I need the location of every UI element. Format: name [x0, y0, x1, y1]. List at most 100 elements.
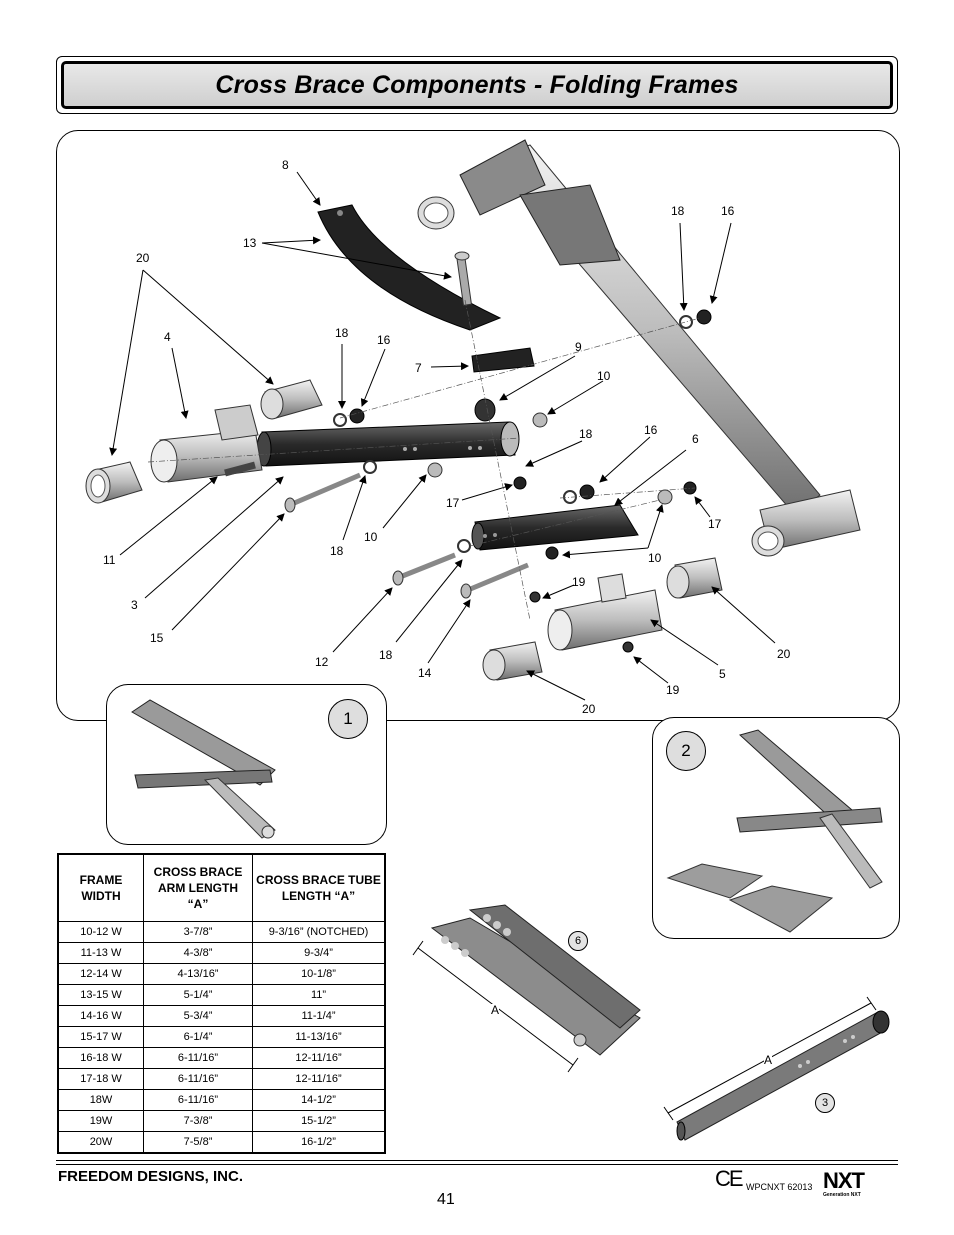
frame-tube-diagonal	[417, 139, 861, 557]
table-cell: 6-11/16”	[143, 1068, 253, 1090]
table-cell: 11”	[252, 984, 386, 1006]
bushing-20-lower-right	[666, 557, 723, 599]
table-header: CROSS BRACE TUBE LENGTH “A”	[252, 853, 386, 922]
callout-20: 20	[136, 251, 150, 265]
table-cell: 3-7/8”	[143, 921, 253, 943]
callout-10: 10	[648, 551, 662, 565]
callout-11: 11	[103, 553, 116, 567]
part-6-number: 6	[568, 931, 588, 951]
table-cell: 10-12 W	[57, 921, 144, 943]
bolt-13	[454, 251, 473, 306]
bushing-20-left	[85, 461, 143, 504]
table-cell: 5-3/4”	[143, 1005, 253, 1027]
page-title: Cross Brace Components - Folding Frames	[215, 70, 739, 99]
callout-6: 6	[692, 432, 699, 446]
block-7	[471, 347, 535, 373]
callout-10: 10	[364, 530, 378, 544]
hardware-nuts-washers	[333, 309, 712, 653]
leader-arrows	[109, 171, 776, 701]
table-cell: 5-1/4”	[143, 984, 253, 1006]
table-cell: 9-3/16” (NOTCHED)	[252, 921, 386, 943]
table-cell: 6-11/16”	[143, 1047, 253, 1069]
table-cell: 10-1/8”	[252, 963, 386, 985]
callout-8: 8	[282, 158, 289, 172]
callout-18: 18	[579, 427, 593, 441]
table-cell: 7-5/8”	[143, 1131, 253, 1154]
table-header: CROSS BRACE ARM LENGTH “A”	[143, 853, 253, 922]
table-cell: 6-11/16”	[143, 1089, 253, 1111]
nxt-logo-subtitle: Generation NXT	[823, 1192, 861, 1198]
table-cell: 14-16 W	[57, 1005, 144, 1027]
callout-10: 10	[597, 369, 611, 383]
cross-brace-tube-illustration	[676, 1010, 890, 1141]
cross-brace-arm-6	[471, 504, 639, 551]
table-cell: 7-3/8”	[143, 1110, 253, 1132]
footer-rule	[56, 1160, 898, 1161]
callout-20: 20	[582, 702, 596, 716]
callout-17: 17	[708, 517, 722, 531]
callout-19: 19	[572, 575, 586, 589]
table-cell: 18W	[57, 1089, 144, 1111]
callout-18: 18	[379, 648, 393, 662]
table-cell: 12-11/16”	[252, 1047, 386, 1069]
callout-7: 7	[415, 361, 422, 375]
document-code: WPCNXT 62013	[746, 1182, 813, 1192]
page-number: 41	[437, 1191, 455, 1208]
callout-18: 18	[330, 544, 344, 558]
table-cell: 6-1/4”	[143, 1026, 253, 1048]
table-cell: 15-1/2”	[252, 1110, 386, 1132]
callout-20: 20	[777, 647, 791, 661]
callout-18: 18	[335, 326, 349, 340]
bushing-20-lower	[482, 641, 543, 681]
table-cell: 12-11/16”	[252, 1068, 386, 1090]
callout-16: 16	[644, 423, 658, 437]
cross-brace-length-table: FRAME WIDTH CROSS BRACE ARM LENGTH “A” C…	[57, 853, 386, 1154]
callout-19: 19	[666, 683, 680, 697]
company-name: FREEDOM DESIGNS, INC.	[58, 1168, 244, 1185]
table-cell: 15-17 W	[57, 1026, 144, 1048]
clamp-5	[547, 573, 663, 651]
ce-mark-logo: CE	[715, 1166, 744, 1191]
callout-13: 13	[243, 236, 257, 250]
title-banner: Cross Brace Components - Folding Frames	[56, 56, 898, 114]
table-cell: 11-13/16”	[252, 1026, 386, 1048]
callout-16: 16	[377, 333, 391, 347]
table-cell: 17-18 W	[57, 1068, 144, 1090]
table-cell: 4-13/16”	[143, 963, 253, 985]
cross-brace-arm-illustration	[430, 904, 641, 1056]
callout-12: 12	[315, 655, 329, 669]
bolts	[224, 461, 529, 599]
callout-14: 14	[418, 666, 432, 680]
callout-9: 9	[575, 340, 582, 354]
table-cell: 13-15 W	[57, 984, 144, 1006]
table-cell: 20W	[57, 1131, 144, 1154]
table-cell: 4-3/8”	[143, 942, 253, 964]
table-cell: 14-1/2”	[252, 1089, 386, 1111]
callout-15: 15	[150, 631, 164, 645]
table-header: FRAME WIDTH	[57, 853, 144, 922]
alignment-lines	[147, 299, 701, 621]
callout-4: 4	[164, 330, 171, 344]
inset-1-number: 1	[328, 699, 368, 739]
table-cell: 11-13 W	[57, 942, 144, 964]
table-cell: 12-14 W	[57, 963, 144, 985]
nxt-logo: NXT	[823, 1168, 865, 1193]
callout-18: 18	[671, 204, 685, 218]
footer-rule-thin	[56, 1164, 898, 1165]
part-3-number: 3	[815, 1093, 835, 1113]
bushing-20-upper	[260, 379, 323, 420]
table-cell: 16-18 W	[57, 1047, 144, 1069]
